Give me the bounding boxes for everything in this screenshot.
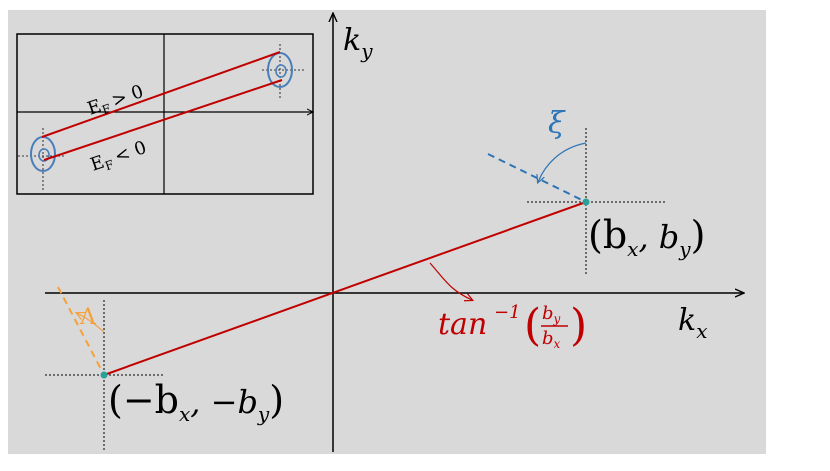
tan-paren-close: ) (570, 300, 587, 351)
inset-right-inner-ellipse (275, 64, 287, 78)
frac-numerator: by (542, 303, 561, 326)
lambda-dashed-line (57, 286, 105, 376)
inset-lower-line (43, 79, 283, 161)
positive-node-label: (bx, by) (588, 213, 705, 261)
inset-upper-line (41, 51, 281, 138)
tan-angle-arc (429, 262, 472, 300)
diagram-background (8, 10, 766, 454)
tan-text: tan (438, 307, 487, 342)
inset-left-inner-ellipse (38, 148, 50, 162)
tan-exponent: −1 (494, 302, 521, 323)
negative-node-dot (100, 371, 108, 379)
tan-inverse-label: tan −1 ( by bx ) (438, 300, 587, 351)
kx-axis-label: kx (678, 303, 707, 343)
ky-axis-label: ky (343, 23, 373, 63)
xi-angle-arrow (538, 142, 587, 182)
lambda-label: Λ (79, 305, 97, 330)
positive-node-dot (582, 198, 590, 206)
lambda-angle-arrow (77, 313, 105, 333)
inset-panel: EF> 0 EF< 0 (16, 33, 313, 195)
frac-denominator: bx (542, 328, 561, 351)
tan-paren-open: ( (524, 300, 541, 351)
xi-label: ξ (548, 106, 566, 141)
negative-node-label: (−bx, −by) (108, 378, 284, 426)
node-separation-line (103, 201, 587, 376)
